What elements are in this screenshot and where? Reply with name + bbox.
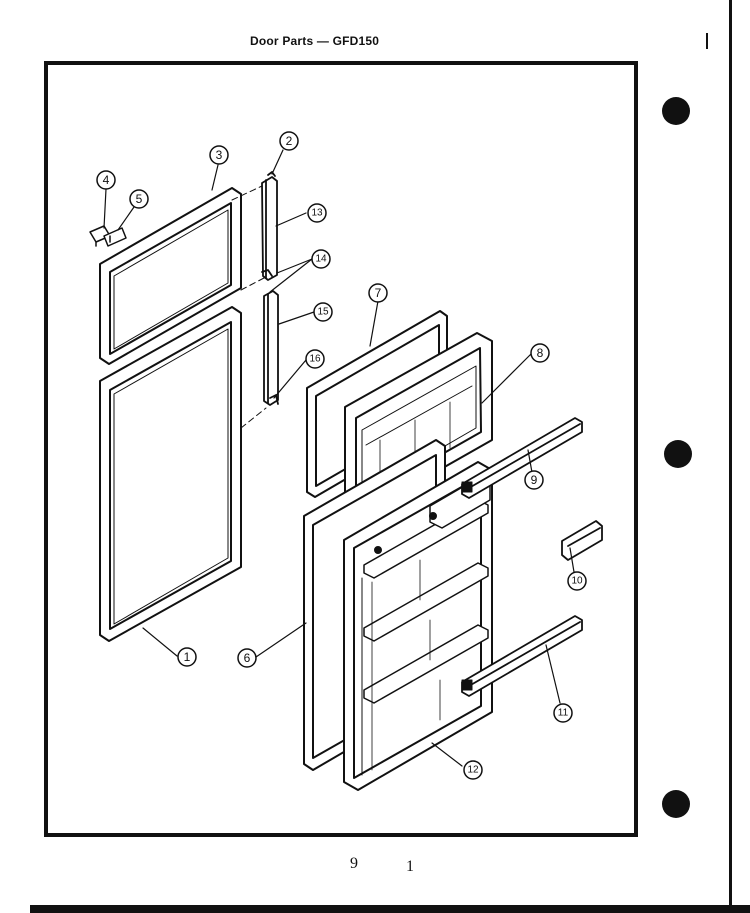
callout-4-label: 4 <box>103 173 110 187</box>
part-4-5-hinge-bracket <box>89 225 127 247</box>
callout-1-label: 1 <box>184 650 191 664</box>
callout-8-label: 8 <box>537 346 544 360</box>
part-10-retainer-clip <box>561 520 603 561</box>
callout-9-label: 9 <box>531 473 538 487</box>
corner-mark <box>706 33 708 49</box>
page-edge-bottom <box>30 905 750 913</box>
part-13-upper-handle <box>261 171 278 281</box>
callout-15: 15 <box>313 302 333 322</box>
callout-16-label: 16 <box>309 354 321 365</box>
page-edge-right <box>729 0 732 905</box>
callout-3-label: 3 <box>216 148 223 162</box>
callout-5-label: 5 <box>136 192 143 206</box>
callout-2: 2 <box>279 131 299 151</box>
callout-11: 11 <box>553 703 573 723</box>
diagram-frame <box>44 61 638 837</box>
binder-hole-top <box>662 97 690 125</box>
part-1-fresh-food-gasket <box>99 306 242 642</box>
callout-3: 3 <box>209 145 229 165</box>
callout-4: 4 <box>96 170 116 190</box>
footer-mark-right: 1 <box>406 858 414 875</box>
callout-12-label: 12 <box>467 765 479 776</box>
callout-10-label: 10 <box>571 576 583 587</box>
callout-12: 12 <box>463 760 483 780</box>
page-title: Door Parts — GFD150 <box>250 34 380 48</box>
binder-hole-bottom <box>662 790 690 818</box>
callout-13-label: 13 <box>311 208 323 219</box>
part-15-lower-handle <box>263 290 279 406</box>
callout-15-label: 15 <box>317 307 329 318</box>
callout-14-label: 14 <box>315 254 327 265</box>
callout-16: 16 <box>305 349 325 369</box>
callout-9: 9 <box>524 470 544 490</box>
part-12-fresh-food-door-liner <box>343 461 493 791</box>
callout-6: 6 <box>237 648 257 668</box>
callout-8: 8 <box>530 343 550 363</box>
callout-5: 5 <box>129 189 149 209</box>
callout-7: 7 <box>368 283 388 303</box>
leader-lines <box>103 149 575 767</box>
callout-6-label: 6 <box>244 651 251 665</box>
callout-7-label: 7 <box>375 286 382 300</box>
callout-11-label: 11 <box>558 708 569 719</box>
part-3-freezer-gasket <box>99 187 242 365</box>
callout-14: 14 <box>311 249 331 269</box>
callout-13: 13 <box>307 203 327 223</box>
alignment-lines <box>231 185 267 429</box>
callout-2-label: 2 <box>286 134 293 148</box>
callout-10: 10 <box>567 571 587 591</box>
callout-1: 1 <box>177 647 197 667</box>
part-11-shelf-trim-lower <box>461 615 583 697</box>
part-9-shelf-trim-upper <box>461 417 583 499</box>
footer-mark-left: 9 <box>350 855 358 872</box>
binder-hole-middle <box>664 440 692 468</box>
